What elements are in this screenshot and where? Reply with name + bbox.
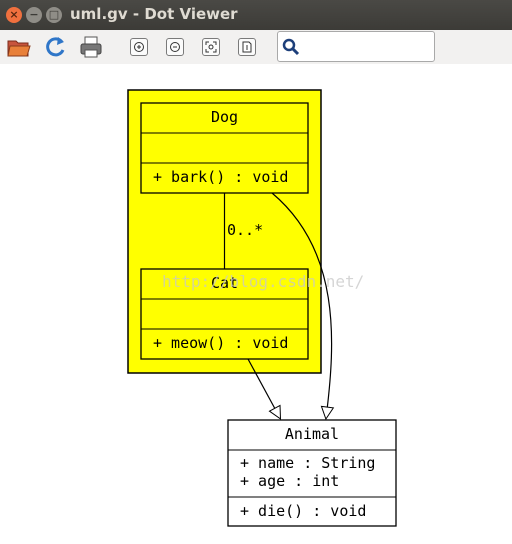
zoom-in-button[interactable] (130, 38, 148, 56)
animal-class[interactable]: Animal + name : String + age : int + die… (227, 419, 397, 527)
zoom-100-button[interactable] (238, 38, 256, 56)
zoom-in-icon (134, 42, 144, 52)
graph-canvas[interactable]: Dog + bark() : void Cat + meow() : void … (0, 64, 512, 540)
print-button[interactable] (78, 34, 104, 60)
maximize-window-button[interactable]: □ (46, 7, 62, 23)
window-title: uml.gv - Dot Viewer (70, 5, 238, 23)
inheritance-edge-cat (247, 358, 280, 418)
search-icon (282, 38, 300, 56)
cat-class-name: Cat (211, 274, 238, 292)
animal-class-name: Animal (285, 425, 339, 443)
cat-class[interactable]: Cat + meow() : void (140, 268, 309, 360)
zoom-100-icon (242, 41, 252, 53)
watermark-text: http://blog.csdn.net/ (162, 272, 364, 291)
open-icon (7, 40, 31, 57)
print-icon (80, 36, 102, 58)
animal-attr-age: + age : int (240, 472, 339, 490)
zoom-fit-icon (205, 41, 217, 53)
close-window-button[interactable]: × (6, 7, 22, 23)
animal-attr-name: + name : String (240, 454, 375, 472)
dog-class-name: Dog (211, 108, 238, 126)
zoom-out-icon (170, 42, 180, 52)
cat-method: + meow() : void (153, 334, 288, 352)
reload-button[interactable] (42, 34, 68, 60)
open-button[interactable] (6, 34, 32, 60)
reload-icon (46, 37, 65, 57)
uml-diagram: Dog + bark() : void Cat + meow() : void … (127, 89, 397, 527)
inheritance-edge-dog (271, 192, 332, 418)
search-box[interactable] (277, 31, 435, 62)
multiplicity-label: 0..* (227, 221, 263, 239)
zoom-fit-button[interactable] (202, 38, 220, 56)
dog-method: + bark() : void (153, 168, 288, 186)
zoom-out-button[interactable] (166, 38, 184, 56)
title-bar: × − □ uml.gv - Dot Viewer (0, 0, 512, 30)
toolbar (0, 30, 512, 64)
dog-class[interactable]: Dog + bark() : void (140, 102, 309, 194)
animal-method: + die() : void (240, 502, 366, 520)
search-input[interactable] (302, 35, 432, 59)
minimize-window-button[interactable]: − (26, 7, 42, 23)
